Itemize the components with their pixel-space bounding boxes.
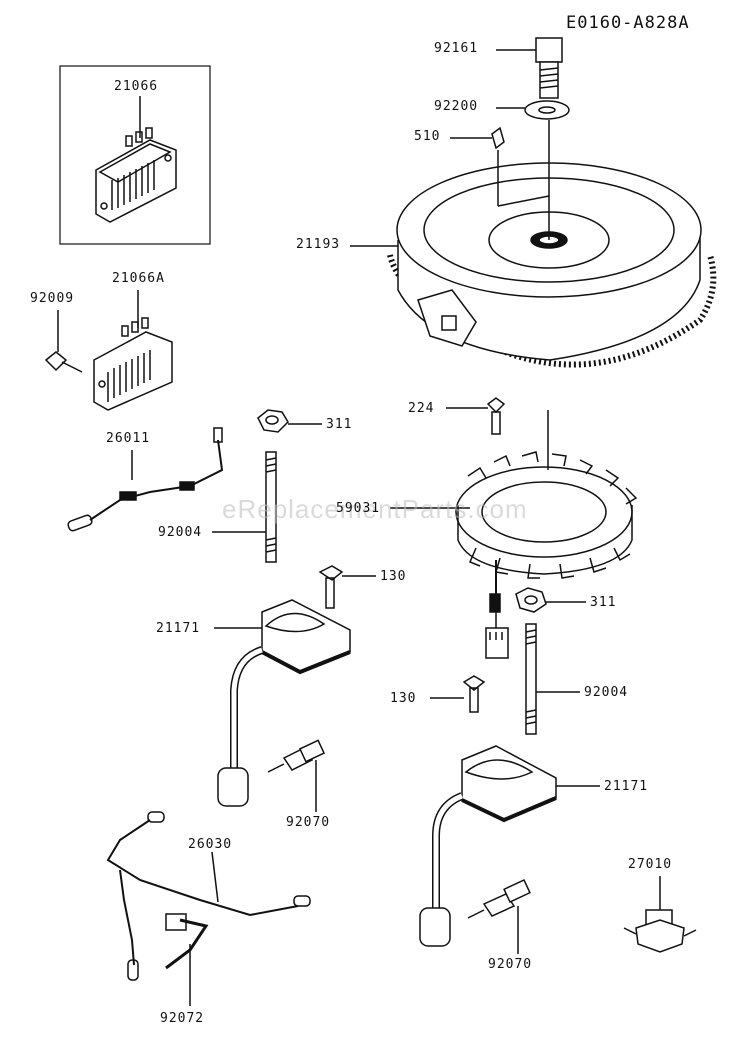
label-130-left[interactable]: 130 bbox=[380, 569, 407, 584]
label-92070-right[interactable]: 92070 bbox=[488, 957, 533, 972]
label-92200[interactable]: 92200 bbox=[434, 99, 479, 114]
label-59031[interactable]: 59031 bbox=[336, 501, 381, 516]
label-311-left[interactable]: 311 bbox=[326, 417, 353, 432]
label-21066A[interactable]: 21066A bbox=[112, 271, 165, 286]
label-26030[interactable]: 26030 bbox=[188, 837, 233, 852]
key-510-shape bbox=[450, 126, 505, 150]
label-27010[interactable]: 27010 bbox=[628, 857, 673, 872]
label-92070-left[interactable]: 92070 bbox=[286, 815, 331, 830]
screw-92009-shape bbox=[44, 310, 83, 373]
bolt-224-shape bbox=[446, 397, 506, 435]
stator-connector-shape bbox=[485, 560, 509, 659]
label-26011[interactable]: 26011 bbox=[106, 431, 151, 446]
regulator-box bbox=[59, 65, 211, 245]
wire-92072-shape bbox=[165, 913, 209, 1006]
stator-shape bbox=[390, 410, 638, 579]
stud-92004-left-shape bbox=[212, 451, 277, 563]
regulator-21066A-shape bbox=[93, 317, 173, 411]
flywheel-shape bbox=[350, 120, 717, 368]
spark-plug-left-shape bbox=[267, 739, 326, 812]
label-130-right[interactable]: 130 bbox=[390, 691, 417, 706]
bolt-92161-shape bbox=[496, 37, 563, 99]
label-92004-right[interactable]: 92004 bbox=[584, 685, 629, 700]
label-92072[interactable]: 92072 bbox=[160, 1011, 205, 1026]
bolt-130-left-shape bbox=[318, 565, 376, 609]
ignition-coil-left-shape bbox=[214, 599, 351, 807]
switch-27010-shape bbox=[623, 876, 697, 953]
bolt-130-right-shape bbox=[430, 675, 486, 713]
label-21171-left[interactable]: 21171 bbox=[156, 621, 201, 636]
harness-26030-shape bbox=[106, 811, 311, 981]
label-21066[interactable]: 21066 bbox=[114, 79, 159, 94]
nut-311-left-shape bbox=[257, 409, 322, 433]
label-21171-right[interactable]: 21171 bbox=[604, 779, 649, 794]
washer-92200-shape bbox=[496, 100, 570, 120]
label-21193[interactable]: 21193 bbox=[296, 237, 341, 252]
stud-92004-right-shape bbox=[525, 623, 580, 735]
label-510[interactable]: 510 bbox=[414, 129, 441, 144]
label-92009[interactable]: 92009 bbox=[30, 291, 75, 306]
label-92004-left[interactable]: 92004 bbox=[158, 525, 203, 540]
harness-26011-shape bbox=[67, 427, 224, 532]
label-224[interactable]: 224 bbox=[408, 401, 435, 416]
label-92161[interactable]: 92161 bbox=[434, 41, 479, 56]
spark-plug-right-shape bbox=[467, 879, 531, 954]
nut-311-right-shape bbox=[515, 587, 586, 613]
watermark: eReplacementParts.com bbox=[222, 494, 528, 524]
diagram-code: E0160-A828A bbox=[566, 13, 690, 33]
label-311-right[interactable]: 311 bbox=[590, 595, 617, 610]
ignition-coil-right-shape bbox=[419, 745, 600, 947]
regulator-21066-shape bbox=[95, 127, 177, 223]
